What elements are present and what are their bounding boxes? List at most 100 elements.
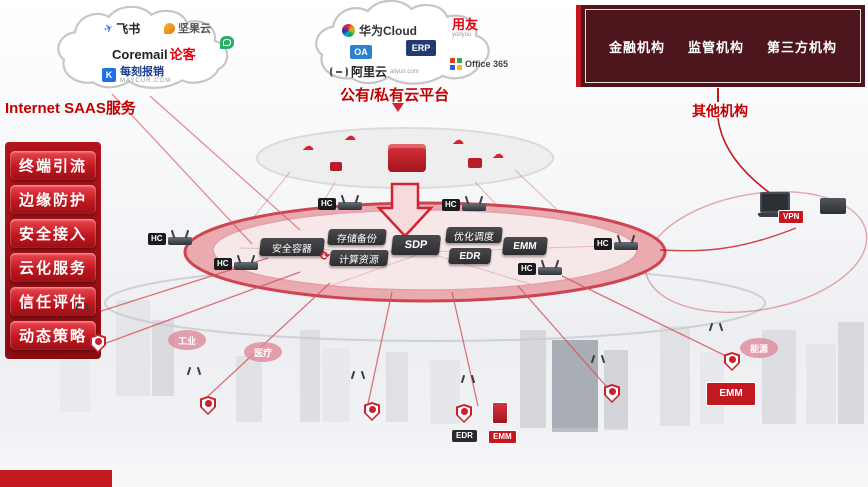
saas-cloud-shape bbox=[57, 6, 229, 89]
menu-item-cloud[interactable]: 云化服务 bbox=[10, 253, 96, 282]
nutstore-logo: 坚果云 bbox=[164, 20, 211, 36]
left-feature-menu: 终端引流 边缘防护 安全接入 云化服务 信任评估 动态策略 bbox=[5, 142, 101, 359]
menu-item-policy[interactable]: 动态策略 bbox=[10, 321, 96, 350]
office365-label: Office 365 bbox=[465, 59, 509, 69]
yonyou-sub-label: yonyou bbox=[452, 32, 472, 39]
endpoint-shield-icon bbox=[200, 396, 216, 415]
cloud-server-icon bbox=[388, 144, 426, 172]
coremail-logo: Coremail 论客 bbox=[112, 44, 196, 63]
cloud-platform-pointer bbox=[392, 103, 404, 112]
menu-item-terminal[interactable]: 终端引流 bbox=[10, 151, 96, 180]
module-emm: EMM bbox=[502, 237, 548, 255]
maycur-logo: K 每刻报销 MAYCUR.COM bbox=[102, 66, 171, 85]
maycur-icon: K bbox=[102, 68, 116, 83]
aliyun-logo: 阿里云 aliyun.com bbox=[330, 63, 419, 80]
erp-badge: ERP bbox=[406, 40, 436, 56]
maycur-sub-label: MAYCUR.COM bbox=[120, 78, 172, 85]
module-sdp: SDP bbox=[390, 235, 442, 255]
endpoint-shield-icon bbox=[604, 384, 620, 403]
nutstore-label: 坚果云 bbox=[178, 23, 211, 35]
vpn-laptop-icon bbox=[758, 192, 792, 217]
cloud-platform-logos: 华为Cloud 用友 yonyou OA ERP 阿里云 aliyun.com … bbox=[302, 0, 534, 96]
building bbox=[520, 330, 546, 428]
hc-tag: HC bbox=[318, 198, 336, 210]
other-orgs-box: 金融机构 监管机构 第三方机构 bbox=[576, 5, 865, 87]
cloud-icon: ☁ bbox=[492, 147, 504, 161]
cloud-platform-shape bbox=[315, 0, 490, 85]
feishu-icon: ✈ bbox=[102, 21, 116, 37]
nutstore-icon bbox=[164, 22, 175, 34]
menu-item-edge[interactable]: 边缘防护 bbox=[10, 185, 96, 214]
endpoint-shield-icon bbox=[364, 402, 380, 421]
huawei-cloud-icon bbox=[342, 24, 355, 37]
hc-tag: HC bbox=[214, 258, 232, 270]
router-icon bbox=[233, 261, 258, 270]
building bbox=[386, 352, 408, 422]
endpoint-shield-icon bbox=[90, 334, 106, 353]
other-orgs-inner: 金融机构 监管机构 第三方机构 bbox=[585, 9, 861, 83]
building bbox=[322, 348, 350, 422]
maycur-label: 每刻报销 bbox=[120, 66, 164, 78]
module-security-container: 安全容器 bbox=[259, 238, 325, 256]
endpoint-device-icon bbox=[492, 402, 508, 424]
huawei-cloud-label: 华为Cloud bbox=[359, 24, 417, 38]
saas-section-label: Internet SAAS服务 bbox=[5, 100, 136, 117]
down-arrow bbox=[376, 182, 434, 238]
saas-logos: ✈ 飞书 坚果云 Coremail 论客 K 每刻报销 MAYCUR.COM bbox=[52, 6, 264, 100]
city-label-energy: 能源 bbox=[740, 338, 778, 358]
sync-icon: ⟳ bbox=[320, 249, 331, 263]
coremail-label: Coremail bbox=[112, 47, 168, 62]
router-icon bbox=[613, 241, 638, 250]
module-storage-backup: 存储备份 bbox=[327, 229, 387, 245]
router-icon bbox=[461, 202, 486, 211]
cloud-icon: ☁ bbox=[452, 133, 464, 147]
menu-item-trust[interactable]: 信任评估 bbox=[10, 287, 96, 316]
office365-logo: Office 365 bbox=[450, 58, 508, 70]
huawei-cloud-logo: 华为Cloud bbox=[342, 22, 417, 39]
edr-label: EDR bbox=[452, 430, 477, 442]
city-label-medical: 医疗 bbox=[244, 342, 282, 362]
city-label-industry: 工业 bbox=[168, 330, 206, 350]
module-compute-resource: 计算资源 bbox=[329, 250, 389, 266]
hc-tag: HC bbox=[442, 199, 460, 211]
org-item-thirdparty: 第三方机构 bbox=[766, 39, 837, 55]
oa-badge: OA bbox=[350, 45, 372, 59]
yonyou-logo: 用友 yonyou bbox=[452, 17, 479, 39]
module-schedule: 优化调度 bbox=[445, 227, 503, 243]
ground-haze bbox=[0, 428, 868, 487]
remote-device-icon bbox=[820, 198, 846, 214]
cloud-platform-label: 公有/私有云平台 bbox=[340, 87, 450, 104]
org-item-regulator: 监管机构 bbox=[687, 39, 744, 55]
hc-node: HC bbox=[442, 199, 486, 211]
building bbox=[806, 344, 836, 424]
building bbox=[430, 360, 460, 424]
coremail-suffix-label: 论客 bbox=[169, 47, 196, 62]
hc-node: HC bbox=[518, 263, 562, 275]
hc-node: HC bbox=[148, 233, 192, 245]
emm-device-label: EMM bbox=[706, 382, 756, 406]
org-item-finance: 金融机构 bbox=[608, 39, 665, 55]
router-icon bbox=[537, 266, 562, 275]
building bbox=[552, 340, 598, 432]
hc-node: HC bbox=[214, 258, 258, 270]
building bbox=[300, 330, 320, 422]
hc-tag: HC bbox=[594, 238, 612, 250]
server-block-icon bbox=[468, 158, 482, 168]
yonyou-label: 用友 bbox=[452, 17, 479, 32]
cloud-icon: ☁ bbox=[302, 139, 314, 153]
emm-label: EMM bbox=[488, 430, 517, 444]
bottom-accent-bar bbox=[0, 470, 112, 487]
feishu-label: 飞书 bbox=[116, 22, 141, 36]
aliyun-sub-label: aliyun.com bbox=[390, 68, 419, 75]
vpn-label: VPN bbox=[778, 210, 805, 224]
router-icon bbox=[167, 236, 192, 245]
router-icon bbox=[337, 201, 362, 210]
cloud-icon: ☁ bbox=[344, 129, 356, 143]
aliyun-icon bbox=[330, 66, 348, 77]
hc-node: HC bbox=[318, 198, 362, 210]
other-orgs-label: 其他机构 bbox=[692, 103, 748, 119]
module-edr: EDR bbox=[448, 248, 492, 264]
endpoint-shield-icon bbox=[456, 404, 472, 423]
menu-item-access[interactable]: 安全接入 bbox=[10, 219, 96, 248]
